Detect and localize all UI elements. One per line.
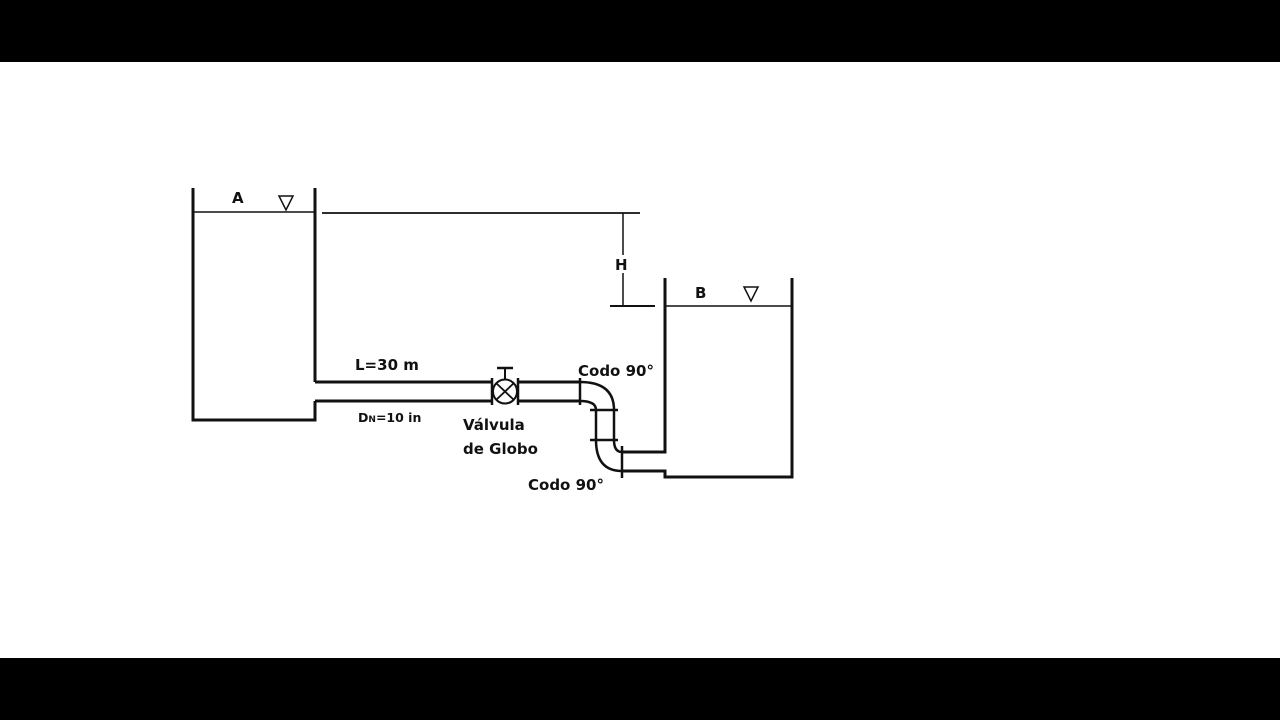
head-label: H [615, 256, 628, 274]
tank-a [191, 188, 317, 422]
letterbox-top-bar [0, 0, 1280, 62]
water-level-triangle-icon [742, 286, 760, 303]
tank-a-label: A [232, 189, 244, 207]
tank-b [622, 278, 794, 479]
pipe-diameter-subscript: N [368, 415, 376, 425]
diagram-canvas: A H B L=30 m DN=10 in [0, 62, 1280, 658]
valve-label-line1: Válvula [463, 416, 525, 434]
valve-label-line2: de Globo [463, 440, 538, 458]
elbow-top-label: Codo 90° [578, 362, 654, 380]
pipe-diameter-label: DN=10 in [358, 410, 421, 425]
globe-valve-icon [490, 366, 520, 405]
letterbox-bottom-bar [0, 658, 1280, 720]
elbow-bottom-label: Codo 90° [528, 476, 604, 494]
pipe-length-label: L=30 m [355, 356, 419, 374]
pipe-elbows-assembly [578, 378, 624, 478]
pipe-system-diagram: A H B L=30 m DN=10 in [191, 188, 794, 494]
horizontal-pipe [315, 380, 580, 403]
pipe-diameter-prefix: D [358, 410, 368, 425]
water-level-triangle-icon [277, 195, 295, 212]
head-dimension [610, 213, 655, 307]
pipe-diameter-value: =10 in [376, 410, 421, 425]
tank-b-label: B [695, 284, 706, 302]
